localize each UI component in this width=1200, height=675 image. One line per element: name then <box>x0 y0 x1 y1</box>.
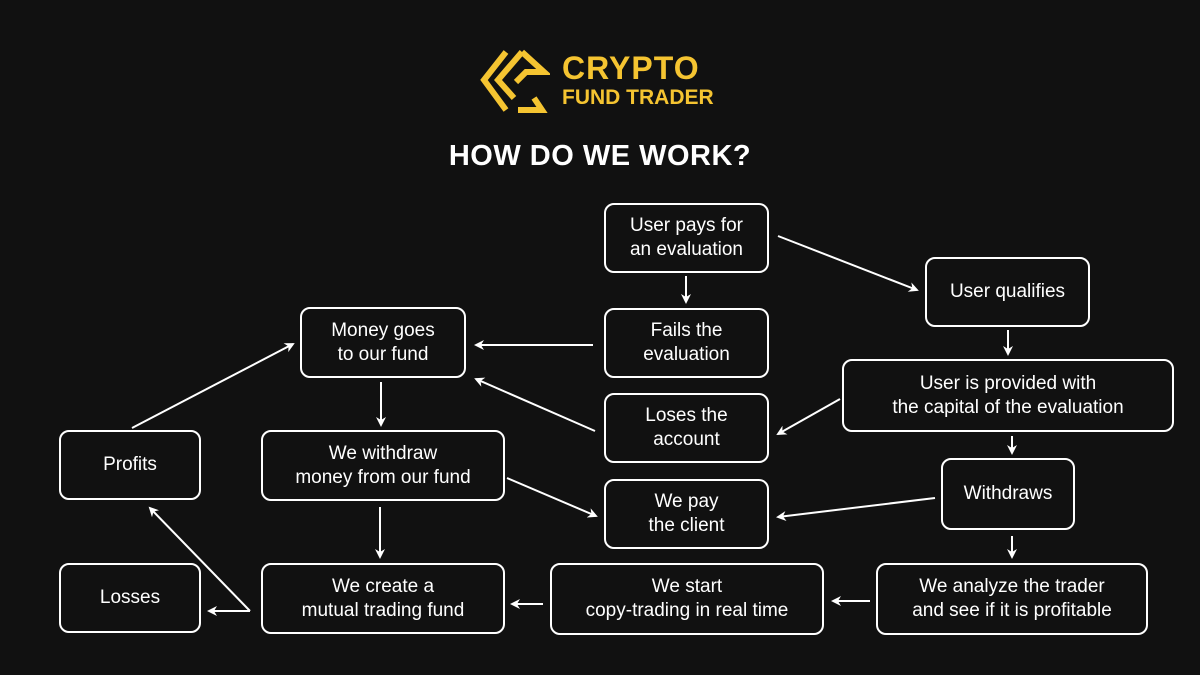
node-user-pays: User pays for an evaluation <box>604 203 769 273</box>
node-loses-account: Loses the account <box>604 393 769 463</box>
arrow-capital-to-loses <box>776 398 841 435</box>
node-label: We withdraw money from our fund <box>295 442 471 488</box>
node-fails-evaluation: Fails the evaluation <box>604 308 769 378</box>
node-label: We create a mutual trading fund <box>301 575 465 621</box>
node-user-qualifies: User qualifies <box>925 257 1090 327</box>
node-copy-trading: We start copy-trading in real time <box>550 563 824 635</box>
node-profits: Profits <box>59 430 201 500</box>
node-label: Withdraws <box>963 483 1053 504</box>
arrow-pays-to-qualifies <box>777 235 919 292</box>
node-label: We start copy-trading in real time <box>585 576 789 621</box>
node-label: User pays for an evaluation <box>629 215 744 260</box>
node-withdraws: Withdraws <box>941 458 1075 530</box>
node-label: Profits <box>103 454 157 475</box>
node-withdraw-money: We withdraw money from our fund <box>261 430 505 501</box>
arrow-loses-to-money <box>474 377 596 432</box>
arrow-withdraws-to-pay <box>776 497 936 522</box>
node-label: We analyze the trader and see if it is p… <box>912 576 1112 621</box>
node-label: User qualifies <box>949 281 1066 302</box>
arrow-mutual-to-profits <box>148 506 251 612</box>
arrow-withdraw-to-pay <box>506 477 598 518</box>
node-label: Fails the evaluation <box>643 320 730 365</box>
node-provided-capital: User is provided with the capital of the… <box>842 359 1174 432</box>
node-money-goes: Money goes to our fund <box>300 307 466 378</box>
node-we-pay-client: We pay the client <box>604 479 769 549</box>
brand-name-line2: FUND TRADER <box>562 86 714 109</box>
node-analyze-trader: We analyze the trader and see if it is p… <box>876 563 1148 635</box>
brand-logo: CRYPTO FUND TRADER <box>478 48 728 116</box>
brand-name-line1: CRYPTO <box>562 50 700 86</box>
node-label: Loses the account <box>645 405 728 450</box>
node-mutual-fund: We create a mutual trading fund <box>261 563 505 634</box>
node-losses: Losses <box>59 563 201 633</box>
node-label: Money goes to our fund <box>331 319 435 365</box>
node-label: Losses <box>99 587 161 608</box>
node-label: User is provided with the capital of the… <box>892 372 1124 418</box>
node-label: We pay the client <box>648 491 725 536</box>
crypto-fund-trader-logo-icon <box>480 49 550 113</box>
page-title: HOW DO WE WORK? <box>448 140 752 172</box>
arrow-profits-to-money <box>131 343 295 429</box>
